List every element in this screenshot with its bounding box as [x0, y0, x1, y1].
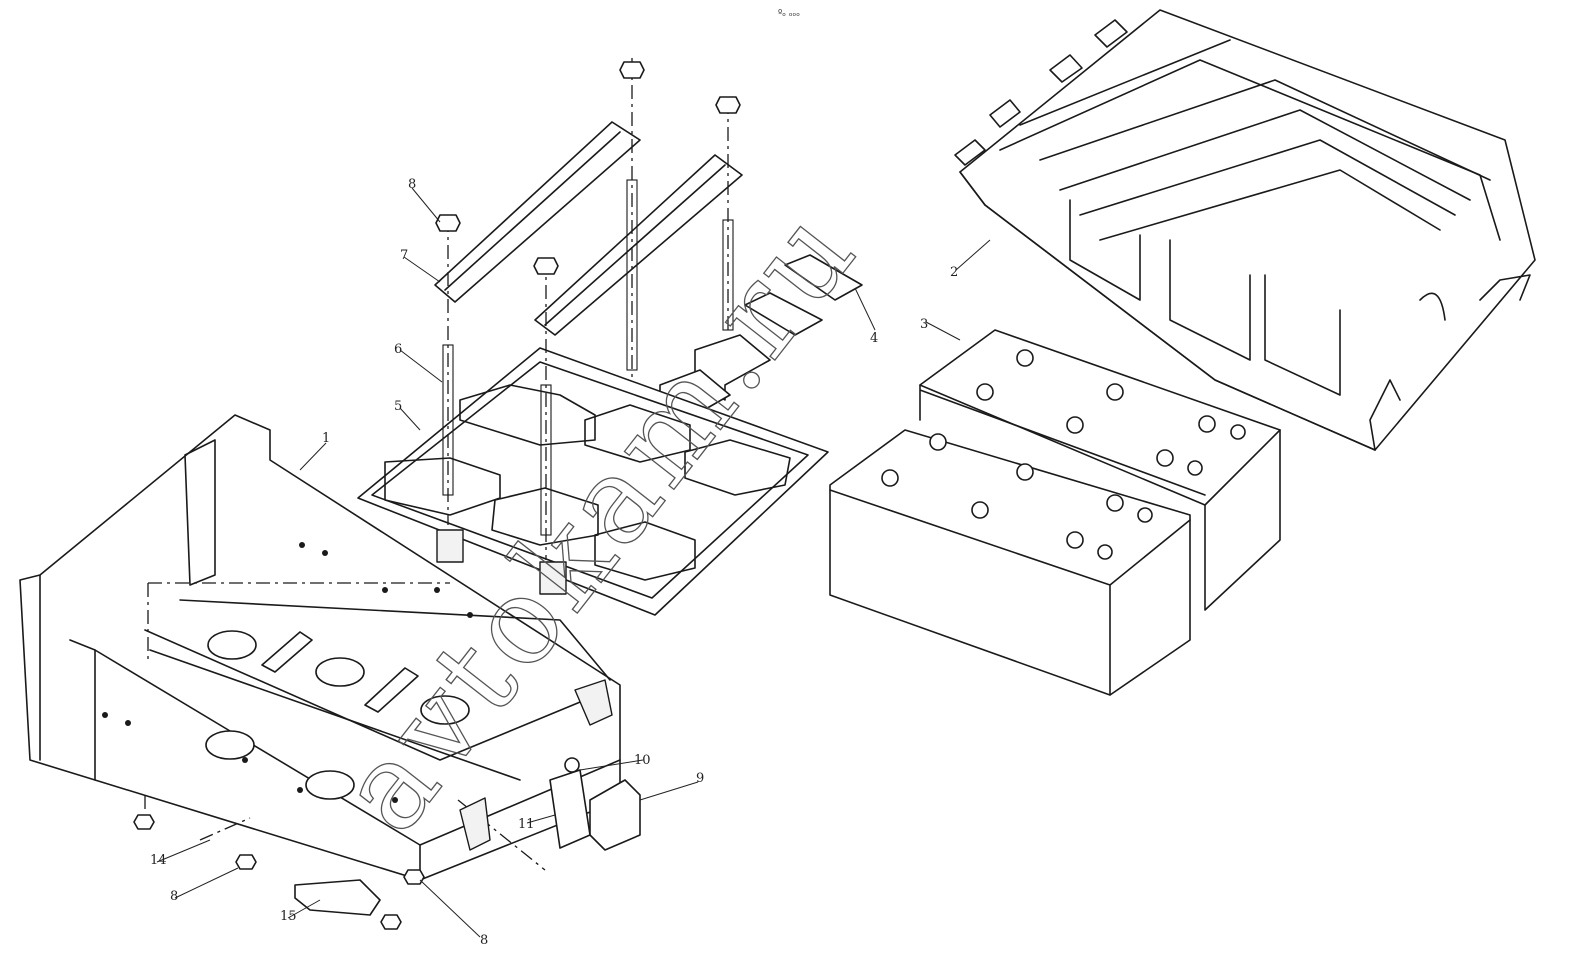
- callout-4: 4: [870, 331, 878, 346]
- battery-rear: [919, 329, 1281, 611]
- callout-1: 1: [322, 431, 330, 446]
- callout-2: 2: [950, 265, 958, 280]
- callout-8-left: 8: [170, 889, 178, 904]
- callout-8-top: 8: [408, 177, 416, 192]
- callout-11: 11: [518, 817, 535, 832]
- callout-3: 3: [920, 317, 928, 332]
- small-parts: [133, 757, 641, 930]
- callout-labels: 1 2 3 4 5 6 7 8 8 8 9 10 11 14 15: [150, 177, 958, 948]
- callout-15: 15: [280, 909, 297, 924]
- battery-front: [829, 429, 1191, 696]
- callout-8-bottom: 8: [480, 933, 488, 948]
- battery-tray-frame: [357, 347, 829, 616]
- clamp-bars-and-rods: [434, 58, 743, 560]
- callout-9: 9: [696, 771, 704, 786]
- callout-6: 6: [394, 342, 402, 357]
- callout-10: 10: [634, 753, 651, 768]
- callout-7: 7: [400, 248, 408, 263]
- battery-cover: [954, 9, 1536, 451]
- callout-5: 5: [394, 399, 402, 414]
- callout-14: 14: [150, 853, 167, 868]
- header-mark: ºₒ ₒₒₒ: [778, 9, 800, 19]
- battery-box-body: [19, 414, 621, 881]
- callout-leaders: [156, 187, 991, 938]
